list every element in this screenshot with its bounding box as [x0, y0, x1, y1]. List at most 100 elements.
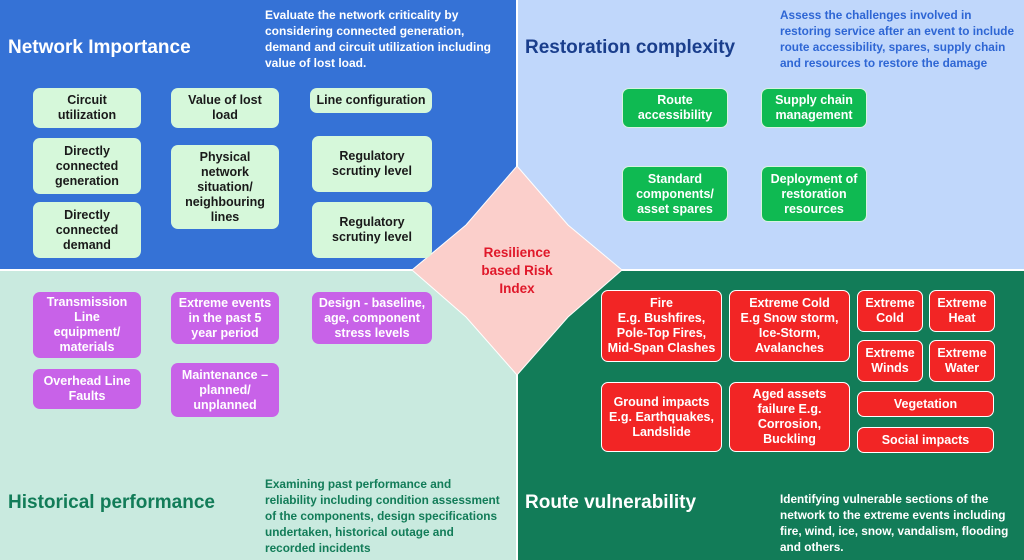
network-importance-description: Evaluate the network criticality by cons… [265, 7, 515, 71]
restoration-complexity-quadrant [517, 0, 1024, 270]
box-line: Line [74, 310, 100, 324]
box-line: Overhead Line [43, 374, 131, 388]
box-line: management [775, 108, 853, 122]
box-line: in the past 5 [188, 310, 262, 325]
vegetation-box: Vegetation [857, 391, 994, 417]
box-line: Vegetation [893, 396, 958, 411]
box-line: Fire [650, 296, 673, 310]
box-line: generation [55, 173, 119, 188]
box-line: Route [657, 93, 693, 107]
route-vulnerability-description: Identifying vulnerable sections of the n… [780, 491, 1024, 555]
box-line: demand [63, 237, 111, 252]
box-line: Extreme [865, 296, 915, 310]
restoration-complexity-description: Assess the challenges involved in restor… [780, 7, 1024, 71]
line-configuration-box: Line configuration [310, 88, 432, 113]
route-vulnerability-title: Route vulnerability [525, 492, 697, 513]
box-line: neighbouring [185, 194, 265, 209]
box-line: Winds [871, 361, 909, 375]
box-line: accessibility [637, 108, 713, 122]
network-importance-title: Network Importance [8, 37, 191, 58]
box-line: Supply chain [775, 93, 853, 107]
box-line: Social impacts [881, 432, 970, 447]
box-line: asset spares [637, 201, 713, 216]
box-line: Value of lost [188, 93, 262, 107]
box-line: Extreme [865, 346, 915, 360]
desc-line: network to the extreme events including [780, 508, 1006, 522]
box-line: components/ [636, 186, 714, 201]
desc-line: and others. [780, 540, 844, 554]
historical-performance-title: Historical performance [8, 492, 215, 513]
desc-line: of the components, design specifications [265, 509, 498, 523]
box-line: E.g Snow storm, [740, 311, 839, 325]
box-line: Extreme Cold [749, 296, 830, 310]
box-line: Maintenance – [181, 367, 269, 382]
desc-line: Identifying vulnerable sections of the [780, 492, 989, 506]
desc-line: reliability including condition assessme… [265, 493, 500, 507]
box-line: utilization [57, 108, 117, 122]
box-line: failure E.g. [757, 402, 822, 416]
desc-line: Assess the challenges involved in [780, 8, 972, 22]
box-line: Directly [64, 207, 110, 222]
historical-performance-description: Examining past performance and reliabili… [265, 476, 515, 556]
box-line: connected [55, 222, 119, 237]
box-line: Buckling [763, 432, 816, 446]
box-line: Ground impacts [613, 394, 710, 409]
box-line: lines [210, 209, 240, 224]
box-line: network [201, 164, 249, 179]
center-label: Resilience based Risk Index [462, 244, 572, 298]
box-line: E.g. Earthquakes, [609, 409, 714, 424]
box-line: planned/ [199, 382, 251, 397]
box-line: Mid-Span Clashes [607, 341, 716, 355]
desc-line: recorded incidents [265, 541, 371, 555]
box-line: Corrosion, [757, 417, 822, 431]
box-line: restoration [781, 186, 847, 201]
box-line: Ice-Storm, [758, 326, 821, 340]
box-line: E.g. Bushfires, [617, 311, 706, 325]
box-line: resources [784, 201, 844, 216]
box-line: scrutiny level [332, 164, 412, 178]
box-line: equipment/ [53, 325, 121, 339]
box-line: connected [55, 158, 119, 173]
box-line: Design - baseline, [318, 295, 426, 310]
center-label-line: Index [499, 281, 535, 296]
restoration-complexity-title: Restoration complexity [525, 37, 736, 58]
desc-line: Examining past performance and [265, 477, 452, 491]
social-impacts-box: Social impacts [857, 427, 994, 453]
box-line: stress levels [334, 325, 410, 340]
desc-line: value of lost load. [265, 56, 367, 70]
box-line: Standard [647, 171, 703, 186]
box-line: materials [59, 340, 115, 354]
box-line: Faults [68, 389, 106, 403]
box-line: Regulatory [339, 149, 405, 163]
box-line: Extreme [937, 296, 987, 310]
box-line: Heat [948, 311, 976, 325]
desc-line: restoring service after an event to incl… [780, 24, 1015, 38]
box-line: Aged assets [752, 387, 827, 401]
box-line: Deployment of [770, 171, 858, 186]
desc-line: Evaluate the network criticality by [265, 8, 459, 22]
box-line: situation/ [197, 179, 253, 194]
desc-line: route accessibility, spares, supply chai… [780, 40, 1006, 54]
box-line: scrutiny level [332, 230, 412, 244]
maintenance-box: Maintenance –planned/unplanned [171, 363, 279, 417]
box-line: Line configuration [316, 93, 426, 107]
